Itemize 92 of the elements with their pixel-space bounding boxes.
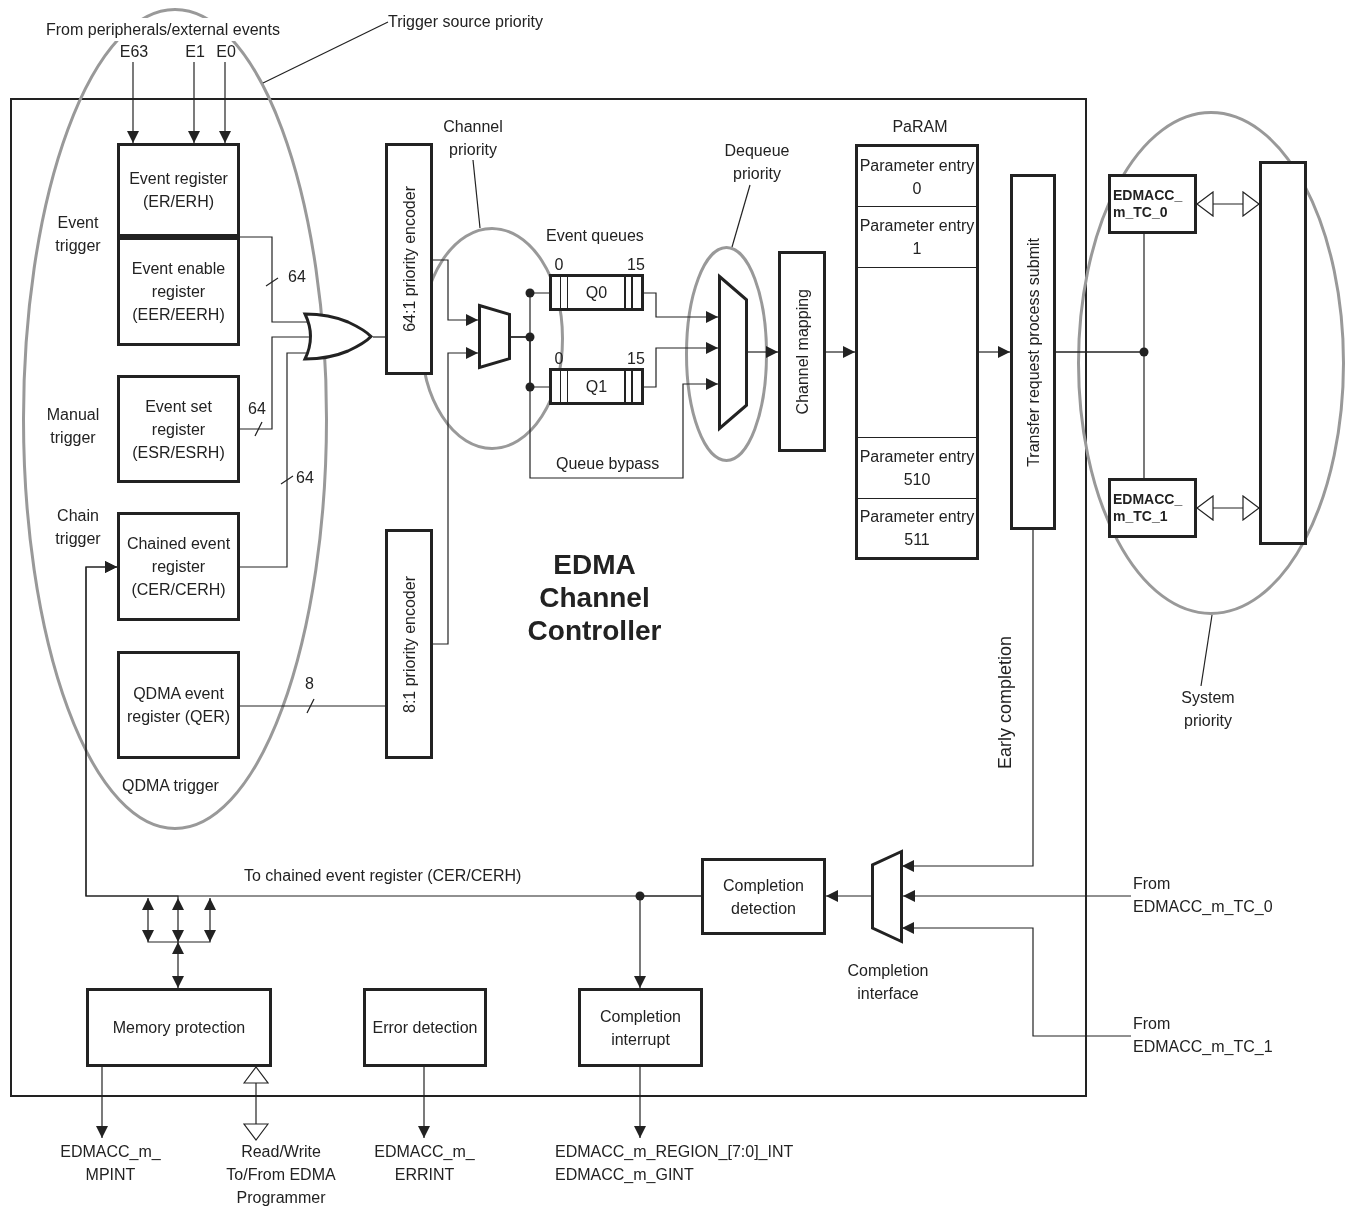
annotation-text: Completion interface (846, 961, 930, 1004)
connector-arrow (825, 346, 856, 358)
event-input-label: E0 (212, 40, 240, 60)
function-block (701, 858, 826, 935)
block-title: EDMA Channel Controller (526, 548, 663, 647)
block-label: Parameter entry 511 (858, 507, 976, 550)
note-label: Event queues (546, 226, 644, 246)
output-signal-label: EDMACC_m_ ERRINT (362, 1140, 487, 1186)
connector-arrow (432, 347, 479, 645)
block-label: QDMA event register (QER) (125, 684, 232, 727)
register-box (117, 143, 240, 237)
function-block (363, 988, 487, 1067)
block-label: Parameter entry 1 (858, 216, 976, 259)
signal-source-label: From EDMACC_m_TC_0 (1133, 872, 1283, 918)
output-signal-label: EDMACC_m_ MPINT (48, 1140, 173, 1186)
connector-arrow (902, 890, 1132, 902)
block-label: Event set register (ESR/ESRH) (131, 396, 226, 463)
connector-arrow (432, 259, 479, 326)
connector-arrow (510, 336, 719, 479)
callout-label: Dequeue priority (712, 139, 802, 185)
block-label: Error detection (372, 1018, 478, 1038)
connector-arrow (901, 922, 1132, 1037)
bus-arrow (1196, 191, 1260, 217)
function-block (578, 988, 703, 1067)
block-label: Transfer request process submit (1023, 237, 1043, 467)
connector-arrow (418, 1066, 430, 1139)
callout-label: System priority (1164, 686, 1252, 732)
connector-arrow (85, 561, 184, 989)
block-label: Memory protection (112, 1018, 246, 1038)
transfer-controller-box (1108, 174, 1197, 234)
output-signal-label: Read/Write To/From EDMA Programmer (214, 1140, 348, 1222)
block-label: EDMACC_m_TC_0 (1113, 187, 1184, 221)
connector-arrow (643, 292, 719, 323)
annotation-text: 15 (626, 349, 646, 369)
connector-arrow (825, 890, 872, 902)
block-label: Completion detection (722, 875, 805, 919)
note-label: Manual trigger (45, 405, 101, 448)
connector-arrow (127, 61, 139, 144)
annotation-text: 0 (553, 255, 565, 275)
interconnect-box (1259, 161, 1307, 545)
block-label: Chained event register (CER/CERH) (125, 534, 232, 600)
submit-box (1010, 174, 1056, 530)
callout-label: Channel priority (432, 115, 514, 161)
block-label: Parameter entry 510 (858, 447, 976, 490)
block-label: Q0 (585, 283, 608, 303)
mapping-box (778, 251, 826, 452)
callout-label: Trigger source priority (388, 10, 573, 32)
function-block (86, 988, 272, 1067)
block-label: 8:1 priority encoder (399, 575, 419, 713)
register-box (117, 512, 240, 621)
block-label: Completion interrupt (599, 1006, 682, 1050)
encoder-box (385, 529, 433, 759)
bus-arrow (243, 1066, 269, 1141)
connector-arrow (901, 529, 1034, 872)
connector-arrow (188, 61, 200, 144)
ram-heading: PaRAM (891, 117, 949, 137)
note-label: From peripherals/external events (46, 18, 280, 41)
queue-box (549, 368, 644, 405)
connector-arrow (634, 895, 702, 989)
leader-line (1200, 614, 1213, 687)
event-input-label: E63 (114, 40, 154, 60)
annotation-text: 15 (626, 255, 646, 275)
block-label: Parameter entry 0 (858, 155, 976, 199)
connector-arrow (634, 1066, 646, 1139)
output-signal-label: EDMACC_m_REGION_[7:0]_INT EDMACC_m_GINT (555, 1140, 845, 1186)
signal-source-label: From EDMACC_m_TC_1 (1133, 1012, 1283, 1058)
leader-line (262, 21, 389, 84)
connector-arrow (978, 346, 1011, 358)
connector-arrow (219, 61, 231, 144)
connector-arrow (747, 346, 779, 358)
note-label: Chain trigger (54, 506, 102, 549)
register-box (117, 237, 240, 346)
block-label: 64:1 priority encoder (399, 186, 419, 332)
leader-line (731, 184, 751, 248)
bus-arrow (1196, 495, 1260, 521)
leader-line (472, 159, 481, 229)
queue-box (549, 274, 644, 311)
block-label: Q1 (585, 377, 608, 397)
block-label: Channel mapping (792, 288, 812, 415)
block-label: Event enable register (EER/EERH) (130, 259, 227, 325)
event-input-label: E1 (182, 40, 208, 60)
annotation-text: 0 (553, 349, 565, 369)
note-label: QDMA trigger (122, 776, 219, 796)
connector-arrow (96, 1066, 108, 1139)
block-label: Event register (ER/ERH) (128, 169, 229, 212)
register-box (117, 651, 240, 759)
transfer-controller-box (1108, 478, 1197, 538)
block-label: EDMACC_m_TC_1 (1113, 491, 1184, 525)
note-label: Event trigger (54, 213, 102, 256)
register-box (117, 375, 240, 483)
encoder-box (385, 143, 433, 375)
connector-arrow (643, 342, 719, 388)
